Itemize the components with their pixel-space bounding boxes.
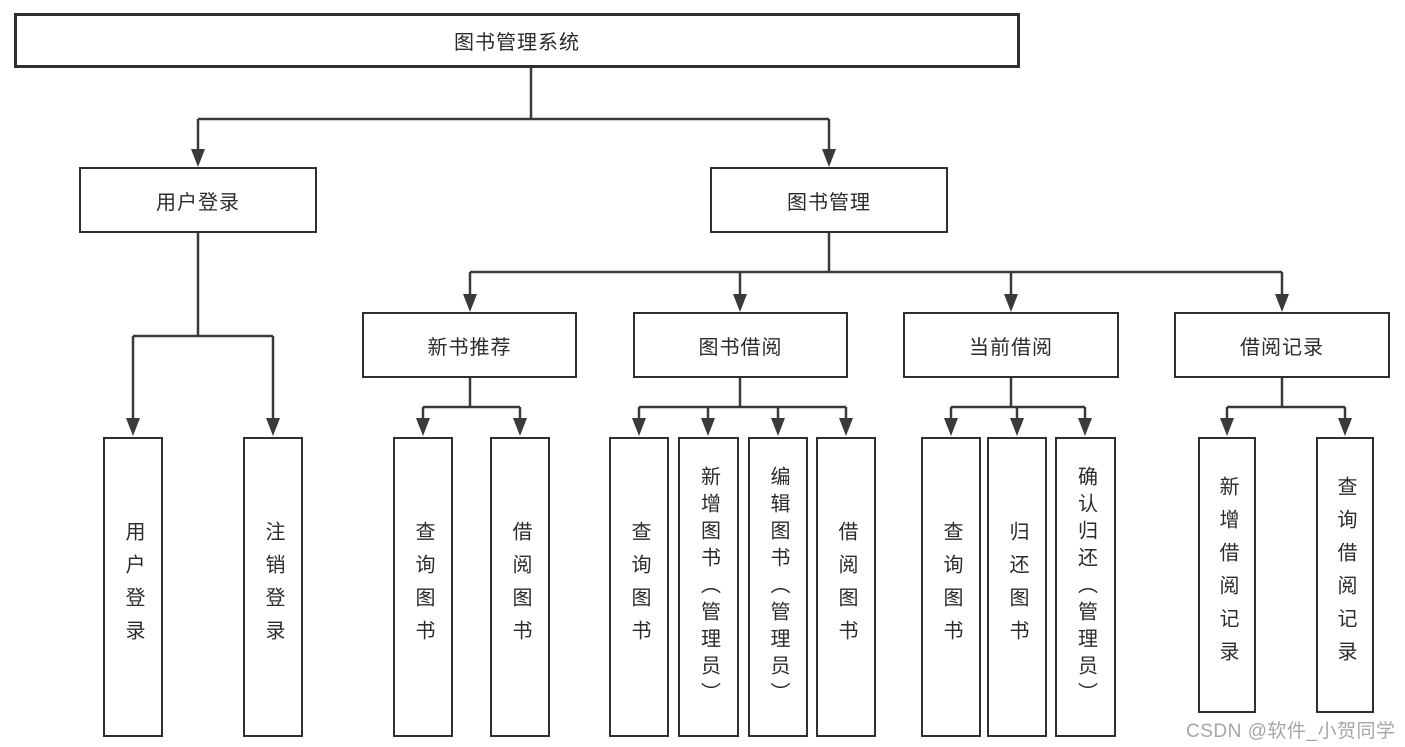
leaf-borrow-book: 借阅图书 bbox=[816, 437, 876, 737]
arrowheads bbox=[126, 149, 1352, 436]
leaf-borrow-book-label: 借阅图书 bbox=[835, 521, 857, 653]
leaf-edit-book-admin-label: 编辑图书（管理员） bbox=[767, 465, 789, 709]
node-current-borrowing-label: 当前借阅 bbox=[969, 336, 1053, 359]
leaf-confirm-return-admin: 确认归还（管理员） bbox=[1055, 437, 1116, 737]
leaf-borrow-query-book-label: 查询图书 bbox=[628, 521, 650, 653]
node-user-login-label: 用户登录 bbox=[156, 191, 240, 214]
leaf-return-book-label: 归还图书 bbox=[1006, 521, 1028, 653]
leaf-logout-label: 注销登录 bbox=[262, 521, 284, 653]
node-user-login: 用户登录 bbox=[79, 167, 317, 233]
node-book-management: 图书管理 bbox=[710, 167, 948, 233]
leaf-current-query-book-label: 查询图书 bbox=[940, 521, 962, 653]
leaf-add-borrow-record: 新增借阅记录 bbox=[1198, 437, 1256, 713]
node-new-book-recommend: 新书推荐 bbox=[362, 312, 577, 378]
leaf-query-borrow-record: 查询借阅记录 bbox=[1316, 437, 1374, 713]
leaf-confirm-return-admin-label: 确认归还（管理员） bbox=[1074, 465, 1097, 709]
leaf-recommend-query-book: 查询图书 bbox=[393, 437, 453, 737]
node-borrowing-records: 借阅记录 bbox=[1174, 312, 1390, 378]
node-book-borrowing-label: 图书借阅 bbox=[698, 336, 783, 359]
leaf-user-login-label: 用户登录 bbox=[122, 521, 144, 653]
node-book-borrowing: 图书借阅 bbox=[633, 312, 848, 378]
leaf-add-borrow-record-label: 新增借阅记录 bbox=[1216, 476, 1238, 674]
tree-edges bbox=[131, 68, 1347, 420]
node-new-book-recommend-label: 新书推荐 bbox=[427, 336, 512, 359]
node-current-borrowing: 当前借阅 bbox=[903, 312, 1119, 378]
leaf-logout: 注销登录 bbox=[243, 437, 303, 737]
leaf-recommend-borrow-book-label: 借阅图书 bbox=[509, 521, 531, 653]
node-book-management-label: 图书管理 bbox=[787, 191, 871, 214]
leaf-recommend-query-book-label: 查询图书 bbox=[412, 521, 434, 653]
leaf-user-login: 用户登录 bbox=[103, 437, 163, 737]
node-borrowing-records-label: 借阅记录 bbox=[1240, 336, 1324, 359]
leaf-query-borrow-record-label: 查询借阅记录 bbox=[1334, 476, 1356, 674]
leaf-return-book: 归还图书 bbox=[987, 437, 1047, 737]
node-root: 图书管理系统 bbox=[14, 13, 1020, 68]
leaf-current-query-book: 查询图书 bbox=[921, 437, 981, 737]
leaf-add-book-admin-label: 新增图书（管理员） bbox=[697, 465, 720, 709]
leaf-add-book-admin: 新增图书（管理员） bbox=[678, 437, 739, 737]
node-root-label: 图书管理系统 bbox=[454, 32, 580, 54]
leaf-recommend-borrow-book: 借阅图书 bbox=[490, 437, 550, 737]
watermark: CSDN @软件_小贺同学 bbox=[1186, 721, 1396, 742]
leaf-borrow-query-book: 查询图书 bbox=[609, 437, 669, 737]
leaf-edit-book-admin: 编辑图书（管理员） bbox=[748, 437, 808, 737]
